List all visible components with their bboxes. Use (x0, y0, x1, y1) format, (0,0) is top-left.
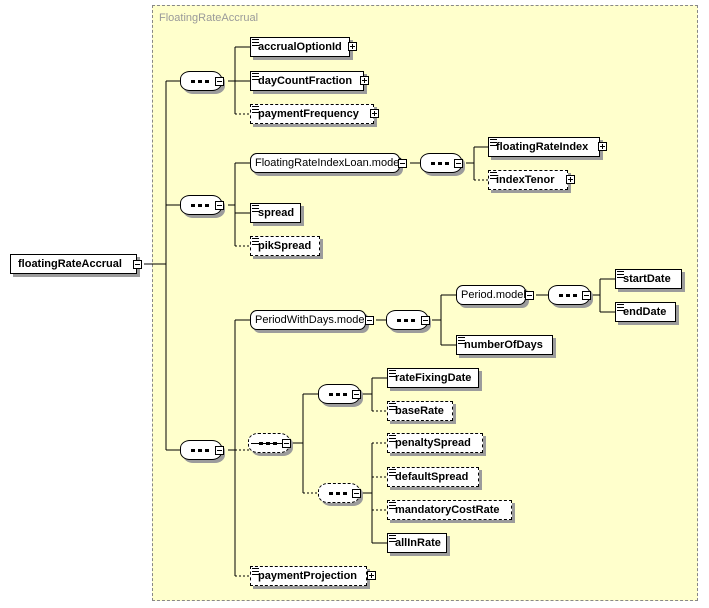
element-label: penaltySpread (395, 437, 471, 449)
collapse-icon[interactable] (421, 316, 430, 325)
expand-icon[interactable] (370, 109, 379, 118)
element-label: startDate (623, 273, 671, 285)
element-label: mandatoryCostRate (395, 504, 500, 516)
expand-icon[interactable] (360, 76, 369, 85)
collapse-icon[interactable] (215, 201, 224, 210)
element-endDate[interactable]: endDate (615, 302, 676, 322)
element-label: spread (258, 207, 295, 219)
element-pikSpread[interactable]: pikSpread (250, 236, 320, 256)
collapse-icon[interactable] (215, 77, 224, 86)
collapse-icon[interactable] (398, 159, 407, 168)
complex-type-name: FloatingRateAccrual (159, 12, 259, 24)
element-label: numberOfDays (464, 339, 543, 351)
choice-compositor (248, 433, 290, 453)
collapse-icon[interactable] (352, 390, 361, 399)
element-rateFixingDate[interactable]: rateFixingDate (387, 368, 479, 388)
element-label: baseRate (395, 405, 444, 417)
expand-icon[interactable] (566, 175, 575, 184)
element-label: endDate (623, 306, 667, 318)
collapse-icon[interactable] (215, 446, 224, 455)
element-label: floatingRateIndex (496, 141, 589, 153)
sequence-compositor-1 (180, 71, 222, 91)
root-element-floatingRateAccrual[interactable]: floatingRateAccrual (10, 254, 137, 274)
element-label: accrualOptionId (258, 41, 342, 53)
collapse-icon[interactable] (525, 291, 534, 300)
expand-icon[interactable] (367, 571, 376, 580)
group-Period-model[interactable]: Period.model (456, 285, 526, 305)
element-startDate[interactable]: startDate (615, 269, 682, 289)
element-defaultSpread[interactable]: defaultSpread (387, 467, 479, 487)
collapse-icon[interactable] (582, 291, 591, 300)
element-paymentFrequency[interactable]: paymentFrequency (250, 104, 374, 124)
element-spread[interactable]: spread (250, 203, 301, 223)
element-baseRate[interactable]: baseRate (387, 401, 453, 421)
element-label: paymentFrequency (258, 108, 359, 120)
collapse-icon[interactable] (352, 489, 361, 498)
element-accrualOptionId[interactable]: accrualOptionId (250, 37, 350, 57)
root-element-label: floatingRateAccrual (18, 258, 122, 270)
sequence-compositor-spreads (318, 483, 360, 503)
element-label: indexTenor (496, 174, 555, 186)
element-label: paymentProjection (258, 570, 358, 582)
element-mandatoryCostRate[interactable]: mandatoryCostRate (387, 500, 512, 520)
group-FloatingRateIndexLoan-model[interactable]: FloatingRateIndexLoan.model (250, 153, 402, 173)
element-label: rateFixingDate (395, 372, 472, 384)
element-penaltySpread[interactable]: penaltySpread (387, 433, 483, 453)
expand-icon[interactable] (348, 42, 357, 51)
group-label: PeriodWithDays.model (255, 314, 367, 326)
element-label: dayCountFraction (258, 75, 353, 87)
collapse-icon[interactable] (282, 439, 291, 448)
element-label: allInRate (395, 537, 441, 549)
element-label: pikSpread (258, 240, 312, 252)
element-floatingRateIndex[interactable]: floatingRateIndex (488, 137, 600, 157)
element-dayCountFraction[interactable]: dayCountFraction (250, 71, 364, 91)
element-paymentProjection[interactable]: paymentProjection (250, 566, 367, 586)
element-indexTenor[interactable]: indexTenor (488, 170, 568, 190)
element-allInRate[interactable]: allInRate (387, 533, 447, 553)
collapse-icon[interactable] (454, 159, 463, 168)
collapse-icon[interactable] (133, 260, 142, 269)
group-PeriodWithDays-model[interactable]: PeriodWithDays.model (250, 310, 367, 330)
expand-icon[interactable] (598, 142, 607, 151)
sequence-compositor-3 (180, 440, 222, 460)
group-label: Period.model (461, 289, 526, 301)
group-label: FloatingRateIndexLoan.model (255, 157, 402, 169)
element-numberOfDays[interactable]: numberOfDays (456, 335, 553, 355)
collapse-icon[interactable] (365, 316, 374, 325)
element-label: defaultSpread (395, 471, 469, 483)
